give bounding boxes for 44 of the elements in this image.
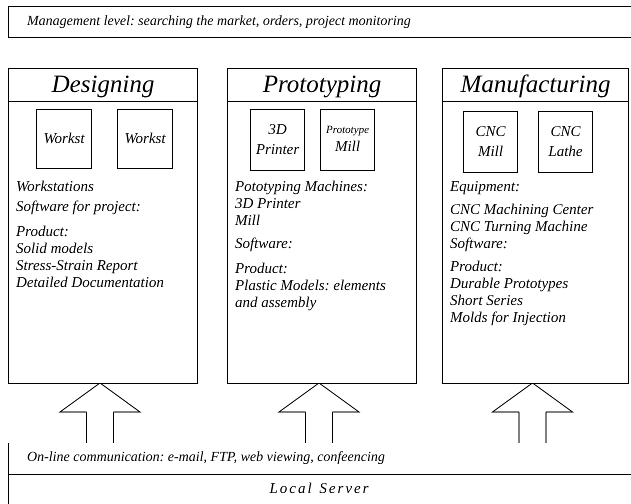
machine-label: CNC Lathe: [547, 123, 584, 162]
item-text: 3D Printer: [235, 196, 302, 213]
item-text: Equipment:: [450, 179, 521, 196]
item-text: Plastic Models: elements and assembly: [235, 278, 387, 312]
item-text: Detailed Documentation: [16, 275, 165, 292]
machine-label: Mill: [335, 138, 360, 157]
level-text: Management level: searching the market, orders, project monitoring: [27, 13, 411, 30]
machine-box: [320, 109, 375, 171]
stage-panel: [442, 68, 629, 384]
level-bar: [8, 6, 631, 38]
item-text: Software:: [235, 236, 294, 253]
item-text: Short Series: [450, 293, 524, 310]
item-text: Molds for Injection: [450, 310, 567, 327]
item-text: Stress-Strain Report: [16, 258, 139, 275]
stage-panel: [8, 68, 198, 384]
item-text: Mill: [235, 213, 261, 230]
stage-panel: [227, 68, 417, 384]
machine-box: [117, 109, 173, 169]
machine-label: Workst: [43, 130, 85, 149]
machine-label: Workst: [124, 130, 166, 149]
item-text: CNC Turning Machine: [450, 219, 589, 236]
machine-label: 3D Printer: [254, 121, 300, 160]
item-text: Software:: [450, 236, 509, 253]
item-text: Software for project:: [16, 199, 142, 216]
server-label: Local Server: [268, 481, 372, 498]
item-text: Solid models: [16, 241, 94, 258]
item-text: Product:: [235, 261, 289, 278]
item-text: Durable Prototypes: [450, 276, 570, 293]
panel-title: Manufacturing: [443, 69, 628, 102]
level-text: On-line communication: e-mail, FTP, web viewing, confeencing: [27, 449, 385, 466]
machine-box: [538, 111, 593, 173]
machine-label: Prototype: [326, 123, 369, 137]
communication-bar: [8, 443, 631, 475]
item-text: Product:: [16, 224, 70, 241]
machine-label: CNC Mill: [474, 123, 507, 162]
machine-box: [36, 109, 92, 169]
item-text: CNC Machining Center: [450, 202, 594, 219]
item-text: Workstations: [16, 179, 95, 196]
item-text: Product:: [450, 259, 504, 276]
panel-title: Designing: [9, 69, 197, 102]
machine-box: [250, 109, 305, 171]
panel-title: Prototyping: [228, 69, 416, 102]
machine-box: [463, 111, 518, 173]
item-text: Pototyping Machines:: [235, 179, 369, 196]
